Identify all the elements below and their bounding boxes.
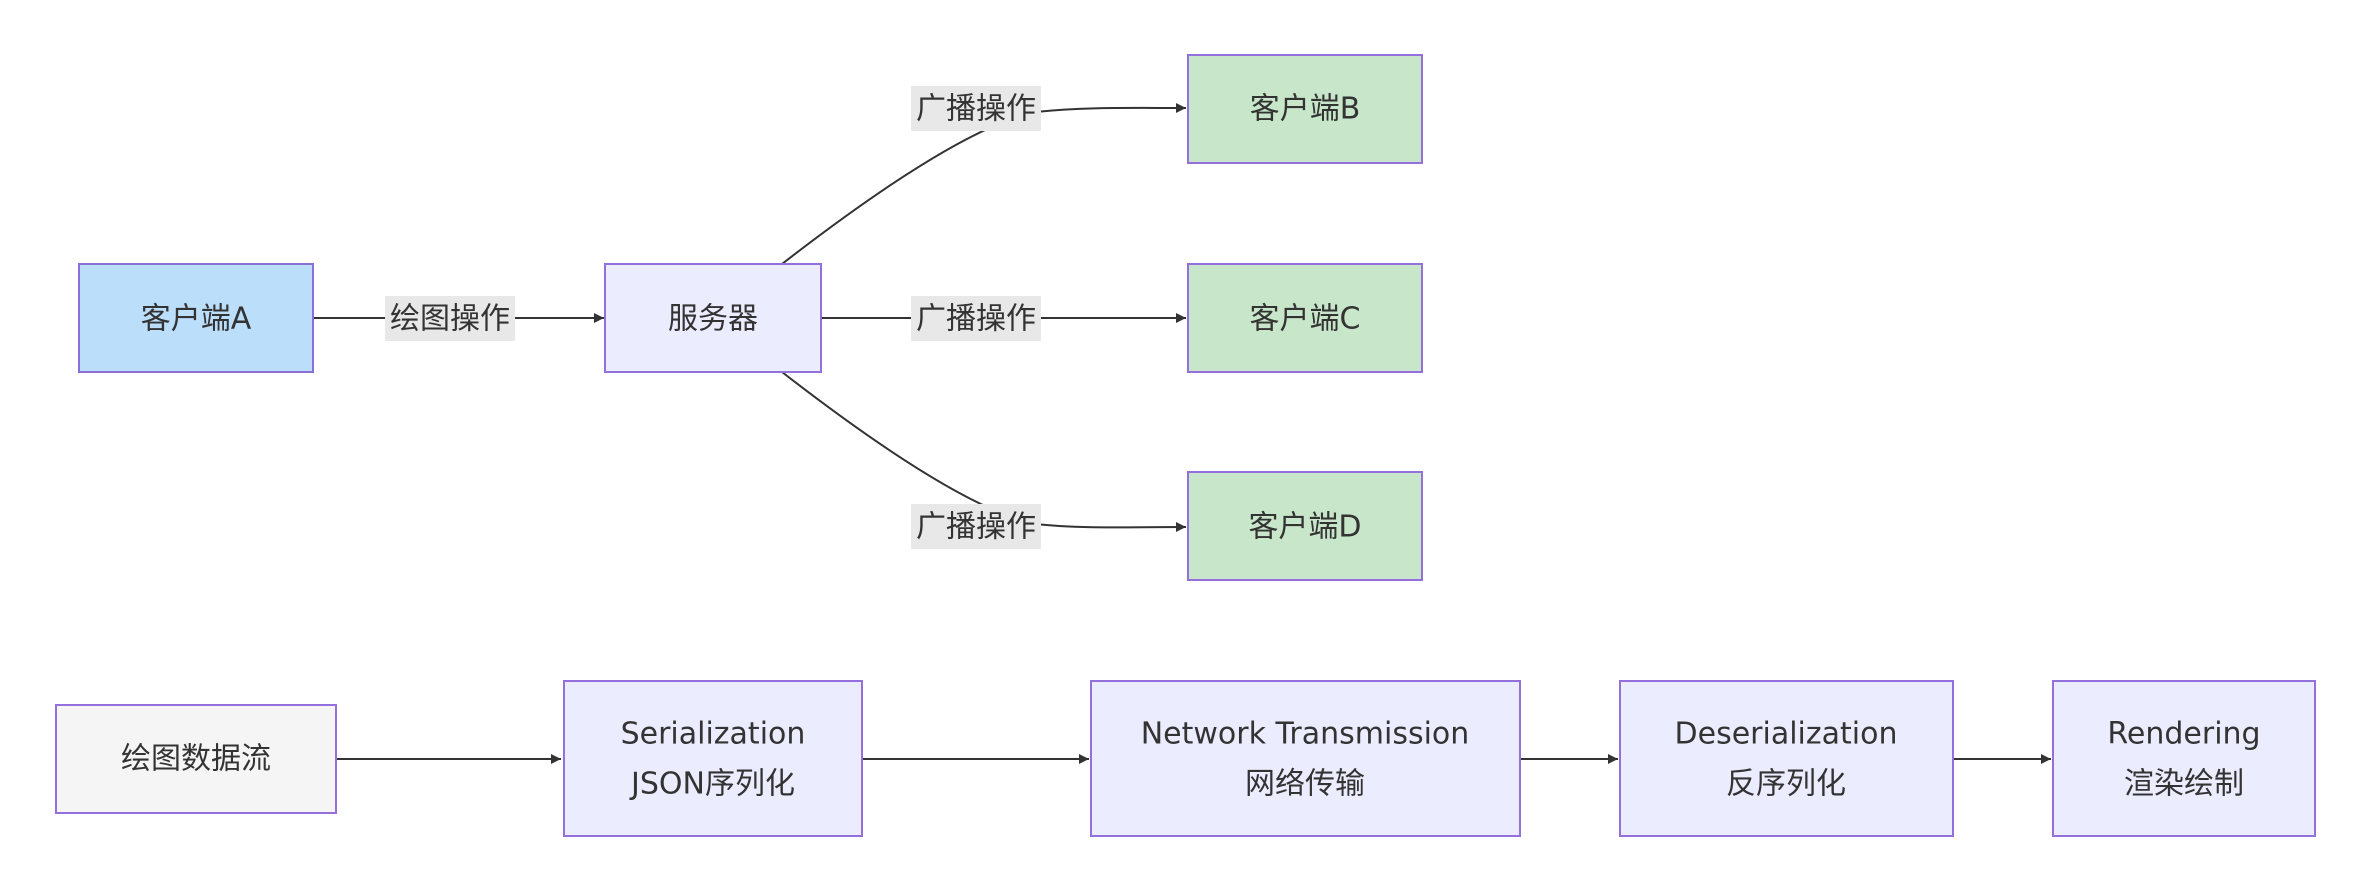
edge-label-broadcast-c-text: 广播操作 (916, 302, 1036, 337)
node-client-a: 客户端A (78, 263, 314, 373)
node-deserialization: Deserialization 反序列化 (1619, 680, 1954, 837)
node-serialization-line1: Serialization (621, 717, 806, 752)
node-client-b: 客户端B (1187, 54, 1423, 164)
node-rendering: Rendering 渲染绘制 (2052, 680, 2316, 837)
node-serialization-line2: JSON序列化 (629, 767, 795, 802)
node-client-c: 客户端C (1187, 263, 1423, 373)
node-server-label: 服务器 (668, 302, 758, 337)
node-network-line2: 网络传输 (1245, 767, 1365, 802)
node-serialization: Serialization JSON序列化 (563, 680, 863, 837)
edge-server-to-client-b (781, 102, 1187, 265)
node-deserialization-line2: 反序列化 (1726, 767, 1846, 802)
node-deserialization-line1: Deserialization (1675, 717, 1898, 752)
node-client-d-label: 客户端D (1248, 510, 1361, 545)
node-client-d: 客户端D (1187, 471, 1423, 581)
node-flow-start: 绘图数据流 (55, 704, 337, 814)
node-flow-start-label: 绘图数据流 (121, 742, 271, 777)
node-rendering-line2: 渲染绘制 (2124, 767, 2244, 802)
edge-label-broadcast-d-text: 广播操作 (916, 510, 1036, 545)
node-client-c-label: 客户端C (1250, 302, 1361, 337)
edge-label-draw-op: 绘图操作 (385, 296, 515, 341)
edge-label-broadcast-d: 广播操作 (911, 504, 1041, 549)
edge-label-broadcast-b-text: 广播操作 (916, 92, 1036, 127)
node-client-b-label: 客户端B (1250, 92, 1361, 127)
node-rendering-line1: Rendering (2107, 717, 2260, 752)
edge-label-broadcast-b: 广播操作 (911, 86, 1041, 131)
node-server: 服务器 (604, 263, 822, 373)
node-network-transmission: Network Transmission 网络传输 (1090, 680, 1521, 837)
edge-label-draw-op-text: 绘图操作 (390, 302, 510, 337)
edge-label-broadcast-c: 广播操作 (911, 296, 1041, 341)
node-client-a-label: 客户端A (141, 302, 252, 337)
node-network-line1: Network Transmission (1141, 717, 1470, 752)
